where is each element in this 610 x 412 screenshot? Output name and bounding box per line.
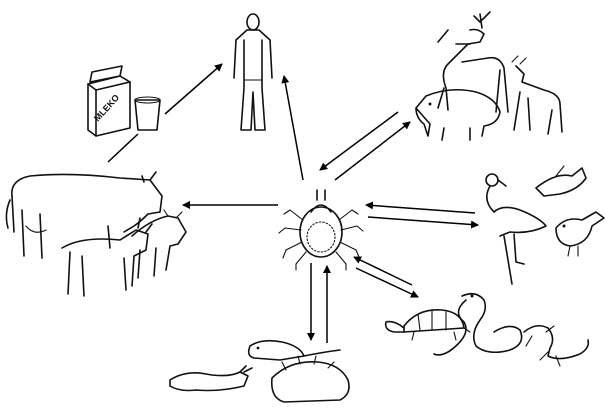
boar-illustration	[416, 90, 500, 140]
lizard-illustration	[524, 326, 588, 366]
flying-bird-illustration	[536, 166, 586, 196]
small-bird-illustration	[556, 212, 604, 256]
deer-illustration	[438, 12, 508, 112]
milk-glass-illustration	[135, 97, 160, 130]
roe-deer-illustration	[512, 56, 562, 134]
turtle-illustration	[386, 310, 470, 340]
line-cow-to-milk	[108, 134, 138, 162]
ferret-illustration	[170, 366, 252, 391]
rat-illustration	[249, 341, 340, 360]
cow-illustration	[6, 172, 162, 258]
hedgehog-illustration	[272, 356, 349, 402]
human-illustration	[234, 14, 272, 130]
milk-carton-illustration: MLEKO	[88, 66, 130, 136]
arrow-birds-to-tick	[366, 205, 475, 213]
arrow-tick-to-birds	[368, 217, 478, 225]
arrows	[108, 64, 478, 343]
snake-illustration	[434, 294, 522, 355]
tick-illustration	[279, 190, 363, 270]
flamingo-illustration	[486, 174, 546, 284]
arrow-tick-to-human	[284, 76, 303, 180]
arrow-milk-to-human	[165, 64, 222, 114]
